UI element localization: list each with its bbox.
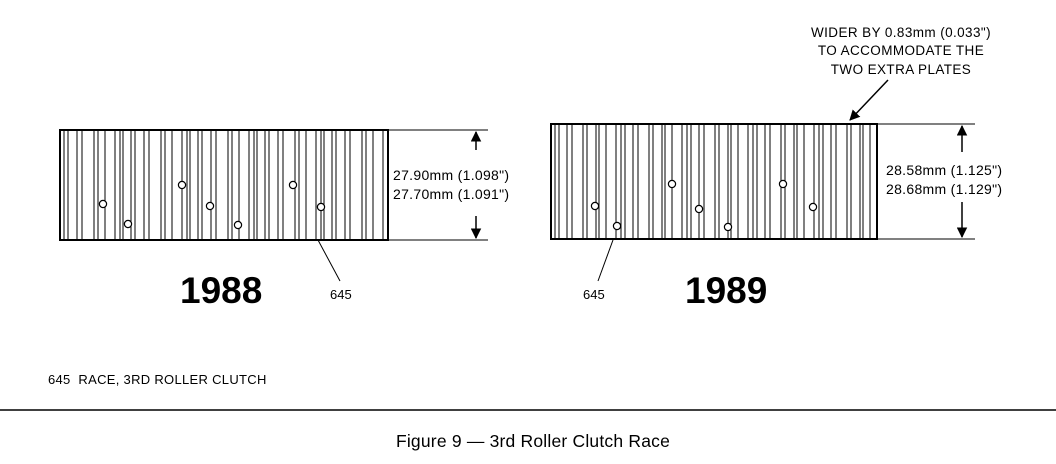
race-1989-hole [778,179,788,189]
race-1988 [59,129,389,241]
race-1988-hole [98,199,108,209]
race-1989-body [550,123,878,240]
race-1989-note-line-3: TWO EXTRA PLATES [831,62,971,77]
race-1988-leader-line [317,239,341,282]
race-1989-holes [590,179,818,232]
race-1988-hole [288,180,298,190]
race-1988-dim-min: 27.70mm (1.091") [393,186,509,202]
race-1989-ridges [554,125,871,238]
race-1989 [550,123,878,240]
race-1989-dim-b: 28.68mm (1.129") [886,181,1002,197]
race-1989-dim-a: 28.58mm (1.125") [886,162,1002,178]
race-1989-hole [612,221,622,231]
race-1989-leader-line [597,239,614,282]
race-1989-hole [694,204,704,214]
race-1989-dimension [877,123,975,240]
race-1988-holes [98,180,326,230]
race-1988-hole [123,219,133,229]
figure-caption: Figure 9 — 3rd Roller Clutch Race [396,431,670,451]
race-1988-ridges [63,131,384,239]
race-1989-hole [667,179,677,189]
race-1988-hole [316,202,326,212]
race-1989-note-line-2: TO ACCOMMODATE THE [818,43,984,58]
race-1988-body [59,129,389,241]
race-1988-hole [177,180,187,190]
race-1989-hole [723,222,733,232]
race-1989-note-arrow [849,79,889,121]
race-1988-hole [233,220,243,230]
race-1989-note-line-1: WIDER BY 0.83mm (0.033") [811,25,991,40]
race-1988-hole [205,201,215,211]
race-1989-year: 1989 [685,270,767,311]
race-1988-dimension [388,129,488,241]
race-1989-part-number: 645 [583,287,605,302]
race-1988-dim-max: 27.90mm (1.098") [393,167,509,183]
race-1988-part-number: 645 [330,287,352,302]
race-1989-hole [808,202,818,212]
figure-legend: 645 RACE, 3RD ROLLER CLUTCH [48,372,267,387]
race-1989-hole [590,201,600,211]
race-1988-year: 1988 [180,270,262,311]
